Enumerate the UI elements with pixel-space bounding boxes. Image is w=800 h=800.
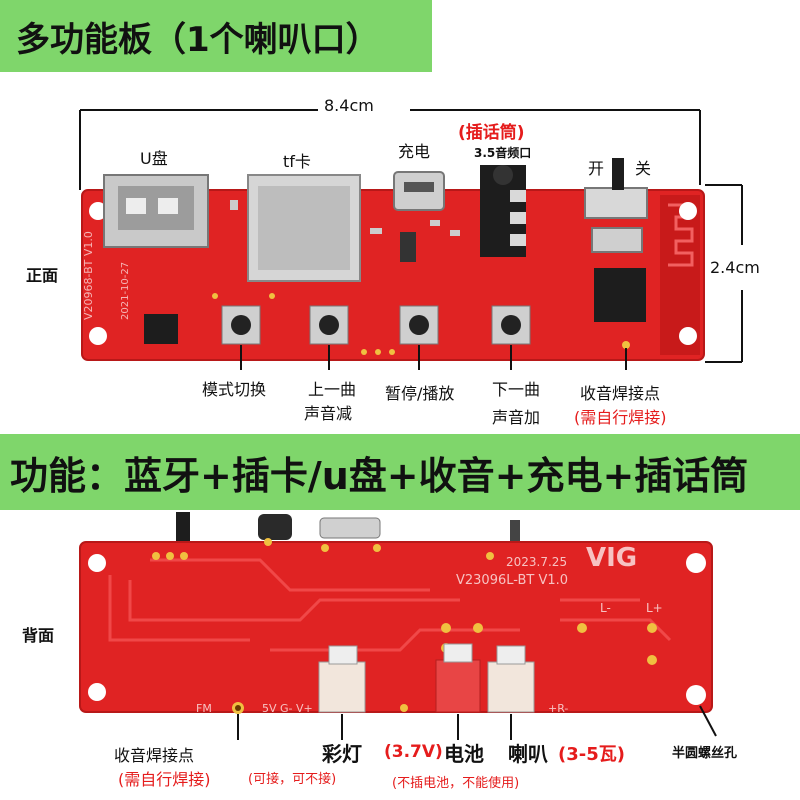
silk-light: 5V G- V+ — [262, 702, 313, 715]
back-pcb-model: V23096L-BT V1.0 — [456, 573, 568, 588]
front-side-label: 正面 — [26, 266, 59, 285]
front-pcb-model: V20968-BT V1.0 — [82, 231, 95, 320]
ic-chip — [594, 268, 646, 322]
udisk-label: U盘 — [140, 149, 168, 168]
back-pcb — [79, 541, 713, 713]
mic-plug-label: (插话筒) — [458, 123, 525, 143]
page-title: 多功能板（1个喇叭口） — [16, 19, 380, 60]
prev-button-label: 上一曲 — [308, 380, 357, 399]
audio-jack-label: 3.5音频口 — [474, 146, 532, 160]
silk-r: +R- — [548, 702, 568, 715]
half-screw-hole — [686, 685, 706, 705]
speaker-label: 喇叭 — [508, 742, 548, 766]
title-banner: 多功能板（1个喇叭口） — [0, 0, 432, 72]
screw-hole-label: 半圆螺丝孔 — [672, 746, 738, 761]
features-banner: 功能：蓝牙+插卡/u盘+收音+充电+插话筒 — [0, 434, 800, 510]
battery-voltage: (3.7V) — [384, 742, 443, 762]
battery-connector — [435, 659, 481, 713]
vol-up-label: 声音加 — [492, 408, 541, 427]
battery-note: (不插电池，不能使用) — [392, 776, 520, 791]
bluetooth-antenna — [660, 195, 700, 355]
switch-off-label: 关 — [635, 159, 652, 178]
front-radio-note: (需自行焊接) — [574, 408, 667, 427]
speaker-connector — [487, 661, 535, 713]
front-buttons — [221, 305, 531, 345]
front-board-figure: V20968-BT V1.0 2021-10-27 — [79, 109, 743, 370]
back-pcb-date: 2023.7.25 — [506, 555, 567, 569]
speaker-watt: (3-5瓦) — [558, 744, 625, 765]
power-switch — [584, 187, 648, 219]
switch-on-label: 开 — [588, 159, 605, 178]
pause-button-label: 暂停/播放 — [385, 384, 455, 403]
light-note: (可接，可不接) — [248, 772, 337, 787]
silk-fm: FM — [196, 702, 212, 715]
back-pcb-brand: VIG — [586, 543, 637, 573]
back-radio-note: (需自行焊接) — [118, 770, 211, 789]
charge-label: 充电 — [398, 142, 431, 161]
height-dimension: 2.4cm — [710, 258, 760, 277]
back-radio-point-label: 收音焊接点 — [114, 746, 195, 765]
front-pcb-date: 2021-10-27 — [120, 262, 131, 320]
battery-label: 电池 — [444, 742, 484, 766]
mode-button-label: 模式切换 — [202, 380, 267, 399]
back-side-label: 背面 — [22, 626, 55, 645]
width-dimension: 8.4cm — [318, 96, 380, 115]
back-board-figure: 2023.7.25 V23096L-BT V1.0 VIG FM 5V G- V… — [79, 512, 717, 740]
features-text: 功能：蓝牙+插卡/u盘+收音+充电+插话筒 — [10, 453, 749, 498]
light-label: 彩灯 — [322, 742, 362, 766]
next-button-label: 下一曲 — [492, 380, 541, 399]
front-radio-point-label: 收音焊接点 — [580, 384, 661, 403]
tfcard-label: tf卡 — [283, 152, 311, 171]
silk-l-plus: L+ — [646, 601, 663, 615]
vol-down-label: 声音减 — [304, 404, 353, 423]
silk-l-minus: L- — [600, 601, 611, 615]
light-connector — [318, 661, 366, 713]
